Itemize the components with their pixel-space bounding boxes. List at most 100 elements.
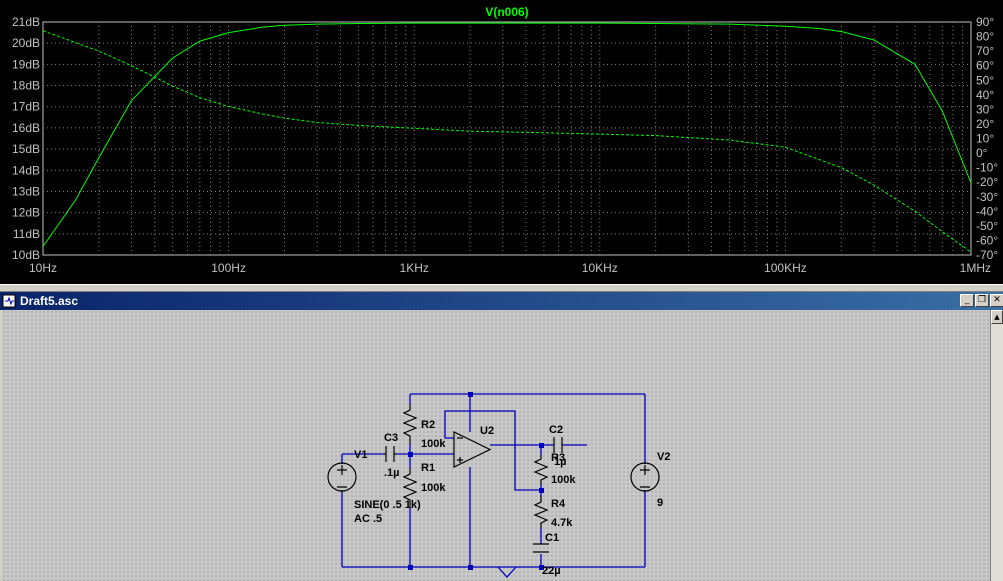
label-r4[interactable]: R4 (551, 498, 566, 510)
r1-resistor-symbol[interactable] (402, 468, 418, 508)
junction-bottom-c1[interactable] (539, 565, 544, 570)
left-axis-tick-label: 13dB (12, 184, 40, 198)
label-r4-value[interactable]: 4.7k (551, 517, 573, 529)
u2-input-marks (457, 437, 463, 463)
pane-splitter[interactable] (0, 284, 1003, 292)
left-axis-tick-label: 18dB (12, 79, 40, 93)
v2-polarity-marks (640, 465, 650, 488)
right-axis-tick-label: -70° (976, 248, 998, 262)
scroll-up-arrow-icon[interactable]: ▲ (991, 310, 1003, 324)
label-v1-value1[interactable]: SINE(0 .5 1k) (354, 499, 421, 511)
close-button[interactable]: ✕ (990, 294, 1003, 307)
right-axis-tick-label: -30° (976, 190, 998, 204)
right-axis-tick-label: -50° (976, 219, 998, 233)
junctions (408, 392, 544, 570)
x-axis-tick-label: 1KHz (400, 261, 429, 275)
right-axis-tick-label: 70° (976, 44, 994, 58)
junction-top-opamp[interactable] (468, 392, 473, 397)
ground-symbol[interactable] (497, 566, 517, 578)
schematic-file-icon (2, 294, 16, 308)
label-r3-value[interactable]: 100k (551, 474, 576, 486)
label-c1-value[interactable]: 22µ (542, 565, 561, 577)
trace-title-vn006[interactable]: V(n006) (485, 5, 528, 19)
label-r1-value[interactable]: 100k (421, 482, 446, 494)
r2-resistor-symbol[interactable] (402, 404, 418, 444)
c2-capacitor-symbol[interactable] (553, 437, 563, 453)
x-axis-tick-label: 100KHz (764, 261, 807, 275)
schematic-title: Draft5.asc (20, 294, 79, 308)
v1-source-symbol[interactable] (327, 462, 357, 492)
label-v2-value[interactable]: 9 (657, 497, 663, 509)
schematic-canvas[interactable]: V1 SINE(0 .5 1k) AC .5 C3 .1µ R2 100k R1… (2, 310, 990, 581)
vertical-scrollbar[interactable]: ▲ (990, 310, 1003, 581)
right-axis-tick-label: -60° (976, 233, 998, 247)
left-axis-tick-label: 21dB (12, 15, 40, 29)
r3-resistor-symbol[interactable] (533, 455, 549, 485)
label-c2-value[interactable]: 1µ (554, 456, 566, 468)
right-axis-labels: 90°80°70°60°50°40°30°20°10°0°-10°-20°-30… (976, 15, 998, 262)
minimize-button[interactable]: _ (960, 294, 974, 307)
right-axis-tick-label: 80° (976, 30, 994, 44)
circuit-schematic[interactable]: V1 SINE(0 .5 1k) AC .5 C3 .1µ R2 100k R1… (2, 310, 990, 581)
right-axis-tick-label: 0° (976, 146, 988, 160)
left-axis-tick-label: 12dB (12, 206, 40, 220)
junction-r3-r4[interactable] (539, 488, 544, 493)
junction-bottom-opamp[interactable] (468, 565, 473, 570)
r4-resistor-symbol[interactable] (533, 496, 549, 528)
left-axis-tick-label: 15dB (12, 142, 40, 156)
right-axis-tick-label: 10° (976, 132, 994, 146)
restore-button[interactable]: ❐ (975, 294, 989, 307)
left-axis-tick-label: 19dB (12, 57, 40, 71)
plot-series (42, 22, 972, 253)
junction-bias-node[interactable] (408, 452, 413, 457)
wire-out-r4[interactable] (514, 445, 541, 491)
wire-feedback[interactable] (444, 410, 516, 445)
plot-grid (43, 22, 971, 255)
label-c3-value[interactable]: .1µ (384, 467, 400, 479)
label-r3[interactable]: R3 (551, 452, 565, 464)
label-u2[interactable]: U2 (480, 425, 494, 437)
magnitude-trace (42, 22, 972, 247)
right-axis-tick-label: -40° (976, 204, 998, 218)
junction-output-node[interactable] (539, 443, 544, 448)
label-r2[interactable]: R2 (421, 419, 435, 431)
label-c2[interactable]: C2 (549, 424, 563, 436)
label-c1[interactable]: C1 (545, 532, 559, 544)
left-axis-labels: 21dB20dB19dB18dB17dB16dB15dB14dB13dB12dB… (12, 15, 40, 262)
component-labels: V1 SINE(0 .5 1k) AC .5 C3 .1µ R2 100k R1… (354, 419, 670, 577)
left-axis-tick-label: 11dB (13, 227, 40, 241)
right-axis-tick-label: 40° (976, 88, 994, 102)
label-v2[interactable]: V2 (657, 451, 670, 463)
v1-polarity-marks (337, 465, 347, 488)
left-axis-tick-label: 17dB (12, 100, 40, 114)
label-v1-value2[interactable]: AC .5 (354, 513, 382, 525)
label-c3[interactable]: C3 (384, 432, 398, 444)
components (327, 404, 660, 553)
x-axis-tick-label: 100Hz (211, 261, 246, 275)
left-axis-tick-label: 20dB (12, 36, 40, 50)
label-v1[interactable]: V1 (354, 449, 367, 461)
label-r1[interactable]: R1 (421, 462, 435, 474)
x-axis-tick-label: 10KHz (582, 261, 618, 275)
c3-capacitor-symbol[interactable] (385, 446, 395, 462)
junction-bottom-r1[interactable] (408, 565, 413, 570)
label-r2-value[interactable]: 100k (421, 438, 446, 450)
right-axis-tick-label: 60° (976, 59, 994, 73)
c1-capacitor-symbol[interactable] (533, 543, 549, 553)
left-axis-tick-label: 10dB (12, 248, 40, 262)
right-axis-tick-label: -10° (976, 161, 998, 175)
left-axis-tick-label: 14dB (12, 163, 40, 177)
v2-source-symbol[interactable] (630, 462, 660, 492)
phase-trace (42, 30, 972, 253)
x-axis-tick-label: 10Hz (29, 261, 57, 275)
right-axis-tick-label: 30° (976, 102, 994, 116)
right-axis-tick-label: -20° (976, 175, 998, 189)
right-axis-tick-label: 50° (976, 73, 994, 87)
plot-frame (42, 21, 972, 256)
bode-plot-chart[interactable]: 21dB20dB19dB18dB17dB16dB15dB14dB13dB12dB… (0, 0, 1003, 284)
schematic-titlebar[interactable]: Draft5.asc _ ❐ ✕ (0, 292, 1003, 310)
schematic-window[interactable]: Draft5.asc _ ❐ ✕ (0, 292, 1003, 581)
u2-opamp-symbol[interactable] (453, 431, 492, 468)
